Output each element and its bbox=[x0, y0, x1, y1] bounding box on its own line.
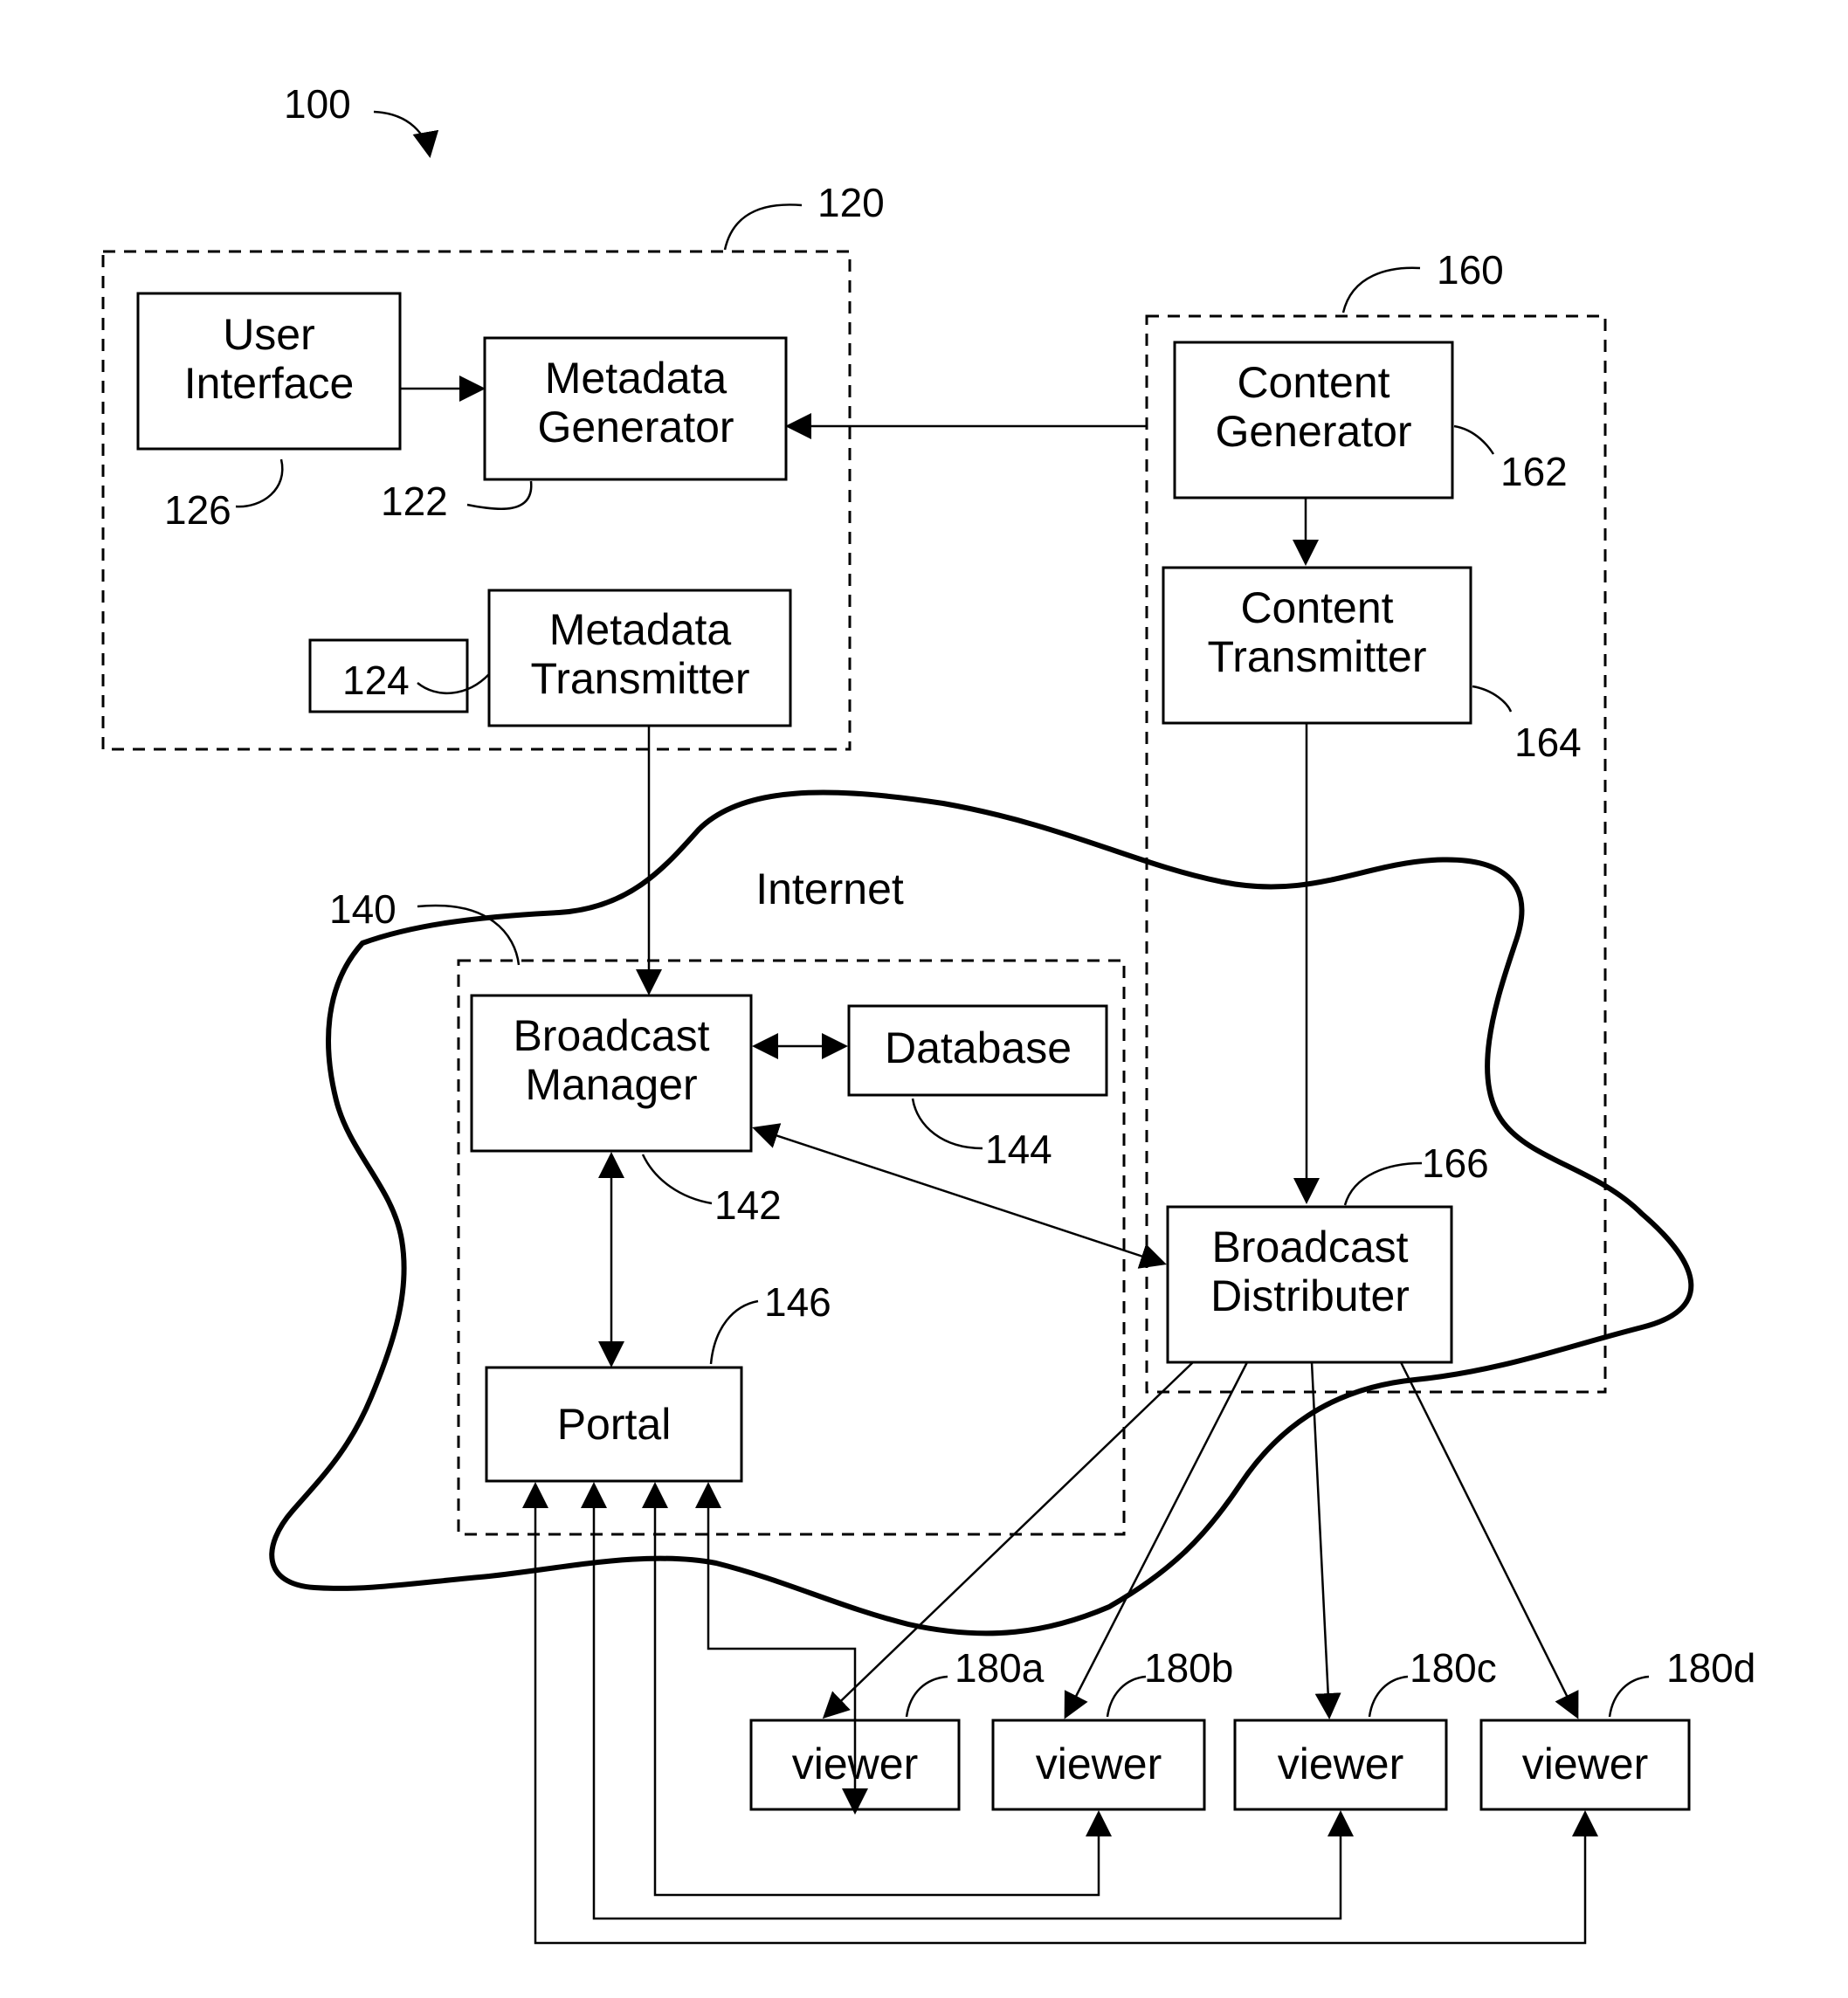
user-interface-label-1: User bbox=[223, 310, 315, 359]
internet-label: Internet bbox=[755, 865, 904, 913]
database-label: Database bbox=[885, 1023, 1072, 1072]
viewer-leader bbox=[907, 1677, 948, 1717]
viewer-leader bbox=[1369, 1677, 1408, 1717]
portal-viewer-d-link bbox=[535, 1485, 1585, 1943]
content-generator-leader bbox=[1454, 426, 1493, 454]
viewer-ref: 180b bbox=[1144, 1645, 1233, 1691]
viewer-ref: 180d bbox=[1666, 1645, 1755, 1691]
broadcast-distributer-label-2: Distributer bbox=[1210, 1271, 1410, 1320]
viewer-ref: 180c bbox=[1410, 1645, 1497, 1691]
portal-label: Portal bbox=[557, 1400, 672, 1449]
content-generator-label-1: Content bbox=[1237, 358, 1389, 407]
viewer-label: viewer bbox=[1278, 1740, 1403, 1788]
content-transmitter-ref: 164 bbox=[1514, 720, 1582, 765]
svg-text:100: 100 bbox=[284, 81, 351, 127]
broadcast-manager-label-1: Broadcast bbox=[513, 1011, 709, 1060]
distributer-to-viewer-c-arrow bbox=[1312, 1362, 1329, 1717]
figure-ref-arrow bbox=[374, 112, 430, 155]
database-ref: 144 bbox=[985, 1126, 1052, 1172]
broadcast-manager-ref: 142 bbox=[714, 1182, 782, 1228]
viewer-ref: 180a bbox=[955, 1645, 1045, 1691]
metadata-generator-leader bbox=[467, 481, 531, 509]
manager-distributer-arrow bbox=[755, 1128, 1164, 1264]
internet-system-ref: 140 bbox=[329, 886, 396, 932]
figure-ref: 100 bbox=[284, 81, 430, 155]
user-interface-ref: 126 bbox=[164, 487, 231, 533]
portal-ref: 146 bbox=[764, 1279, 831, 1325]
user-interface-leader bbox=[236, 459, 282, 506]
content-generator-label-2: Generator bbox=[1215, 407, 1411, 456]
metadata-transmitter-label-2: Transmitter bbox=[531, 654, 750, 703]
viewer-leader bbox=[1107, 1677, 1146, 1717]
broadcast-distributer-ref: 166 bbox=[1422, 1140, 1489, 1186]
viewer-180c: viewer 180c bbox=[1235, 1645, 1497, 1809]
broadcast-distributer-label-1: Broadcast bbox=[1211, 1223, 1408, 1271]
portal-viewer-c-link bbox=[594, 1485, 1341, 1919]
metadata-generator-label-1: Metadata bbox=[545, 354, 727, 403]
content-transmitter-label-2: Transmitter bbox=[1208, 632, 1427, 681]
content-generator-ref: 162 bbox=[1500, 449, 1568, 494]
viewer-leader bbox=[1610, 1677, 1649, 1717]
viewer-label: viewer bbox=[1522, 1740, 1648, 1788]
content-system-leader bbox=[1343, 268, 1420, 313]
database-leader bbox=[913, 1099, 983, 1148]
viewer-180d: viewer 180d bbox=[1481, 1645, 1755, 1809]
portal-leader bbox=[711, 1301, 758, 1364]
content-system-ref: 160 bbox=[1437, 247, 1504, 293]
metadata-system-leader bbox=[725, 204, 802, 250]
viewer-label: viewer bbox=[1036, 1740, 1162, 1788]
metadata-generator-ref: 122 bbox=[381, 479, 448, 524]
metadata-transmitter-label-1: Metadata bbox=[549, 605, 732, 654]
metadata-generator-label-2: Generator bbox=[537, 403, 734, 451]
internet-cloud bbox=[272, 793, 1691, 1634]
small-box-ref: 124 bbox=[342, 658, 410, 703]
user-interface-label-2: Interface bbox=[184, 359, 355, 408]
broadcast-manager-leader bbox=[643, 1154, 712, 1203]
content-transmitter-leader bbox=[1472, 686, 1511, 712]
metadata-system-ref: 120 bbox=[817, 180, 885, 225]
broadcast-distributer-leader bbox=[1345, 1163, 1422, 1205]
broadcast-manager-label-2: Manager bbox=[525, 1060, 697, 1109]
content-transmitter-label-1: Content bbox=[1240, 583, 1393, 632]
